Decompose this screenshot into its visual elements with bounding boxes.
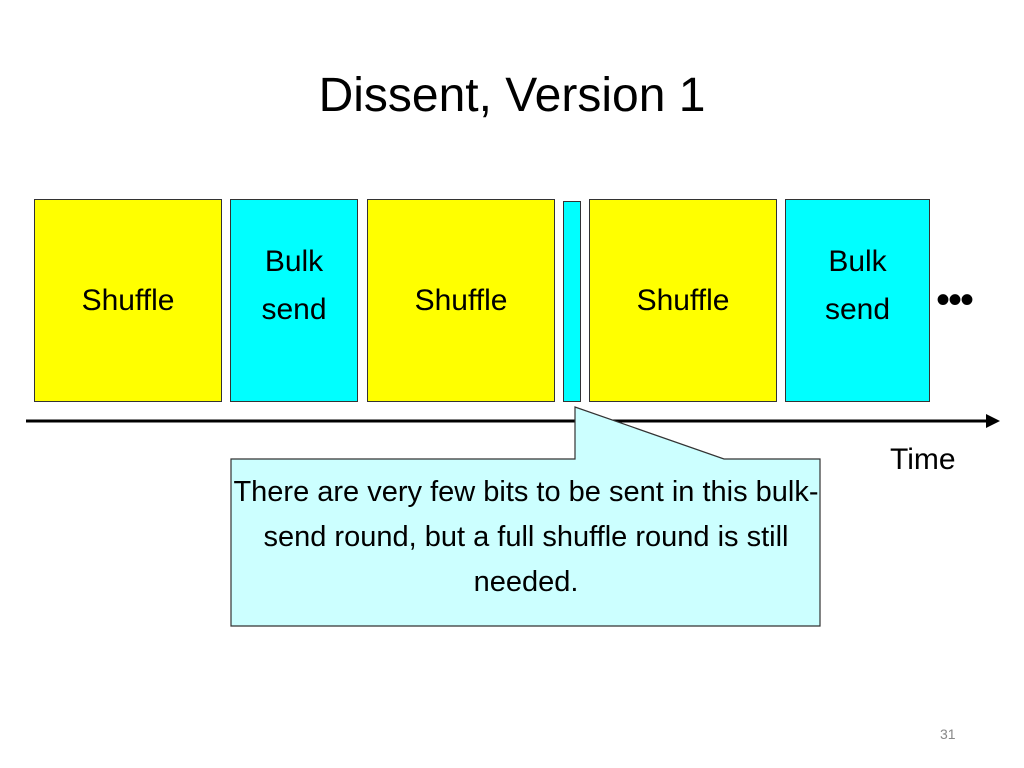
bulk-send-block-1-line1: Bulk [264, 244, 324, 278]
shuffle-block-2-label: Shuffle [414, 283, 508, 317]
shuffle-block-2: Shuffle [367, 199, 555, 402]
shuffle-block-1: Shuffle [34, 199, 222, 402]
bulk-send-block-2: Bulk send [785, 199, 930, 402]
slide-title: Dissent, Version 1 [318, 69, 706, 122]
time-axis-arrowhead [986, 414, 1000, 428]
shuffle-block-3: Shuffle [589, 199, 777, 402]
time-axis-label: Time [890, 443, 956, 476]
bulk-send-block-1-line2: send [261, 292, 327, 326]
callout-text: There are very few bits to be sent in th… [233, 476, 819, 598]
bulk-send-block-1: Bulk send [230, 199, 358, 402]
bulk-send-block-small [563, 201, 581, 402]
shuffle-block-3-label: Shuffle [636, 283, 730, 317]
continuation-ellipsis: ••• [936, 278, 974, 322]
callout-bubble [230, 406, 821, 627]
page-number: 31 [940, 726, 956, 742]
bulk-send-block-2-line1: Bulk [828, 244, 887, 278]
shuffle-block-1-label: Shuffle [81, 283, 175, 317]
bulk-send-block-2-line2: send [824, 292, 891, 326]
